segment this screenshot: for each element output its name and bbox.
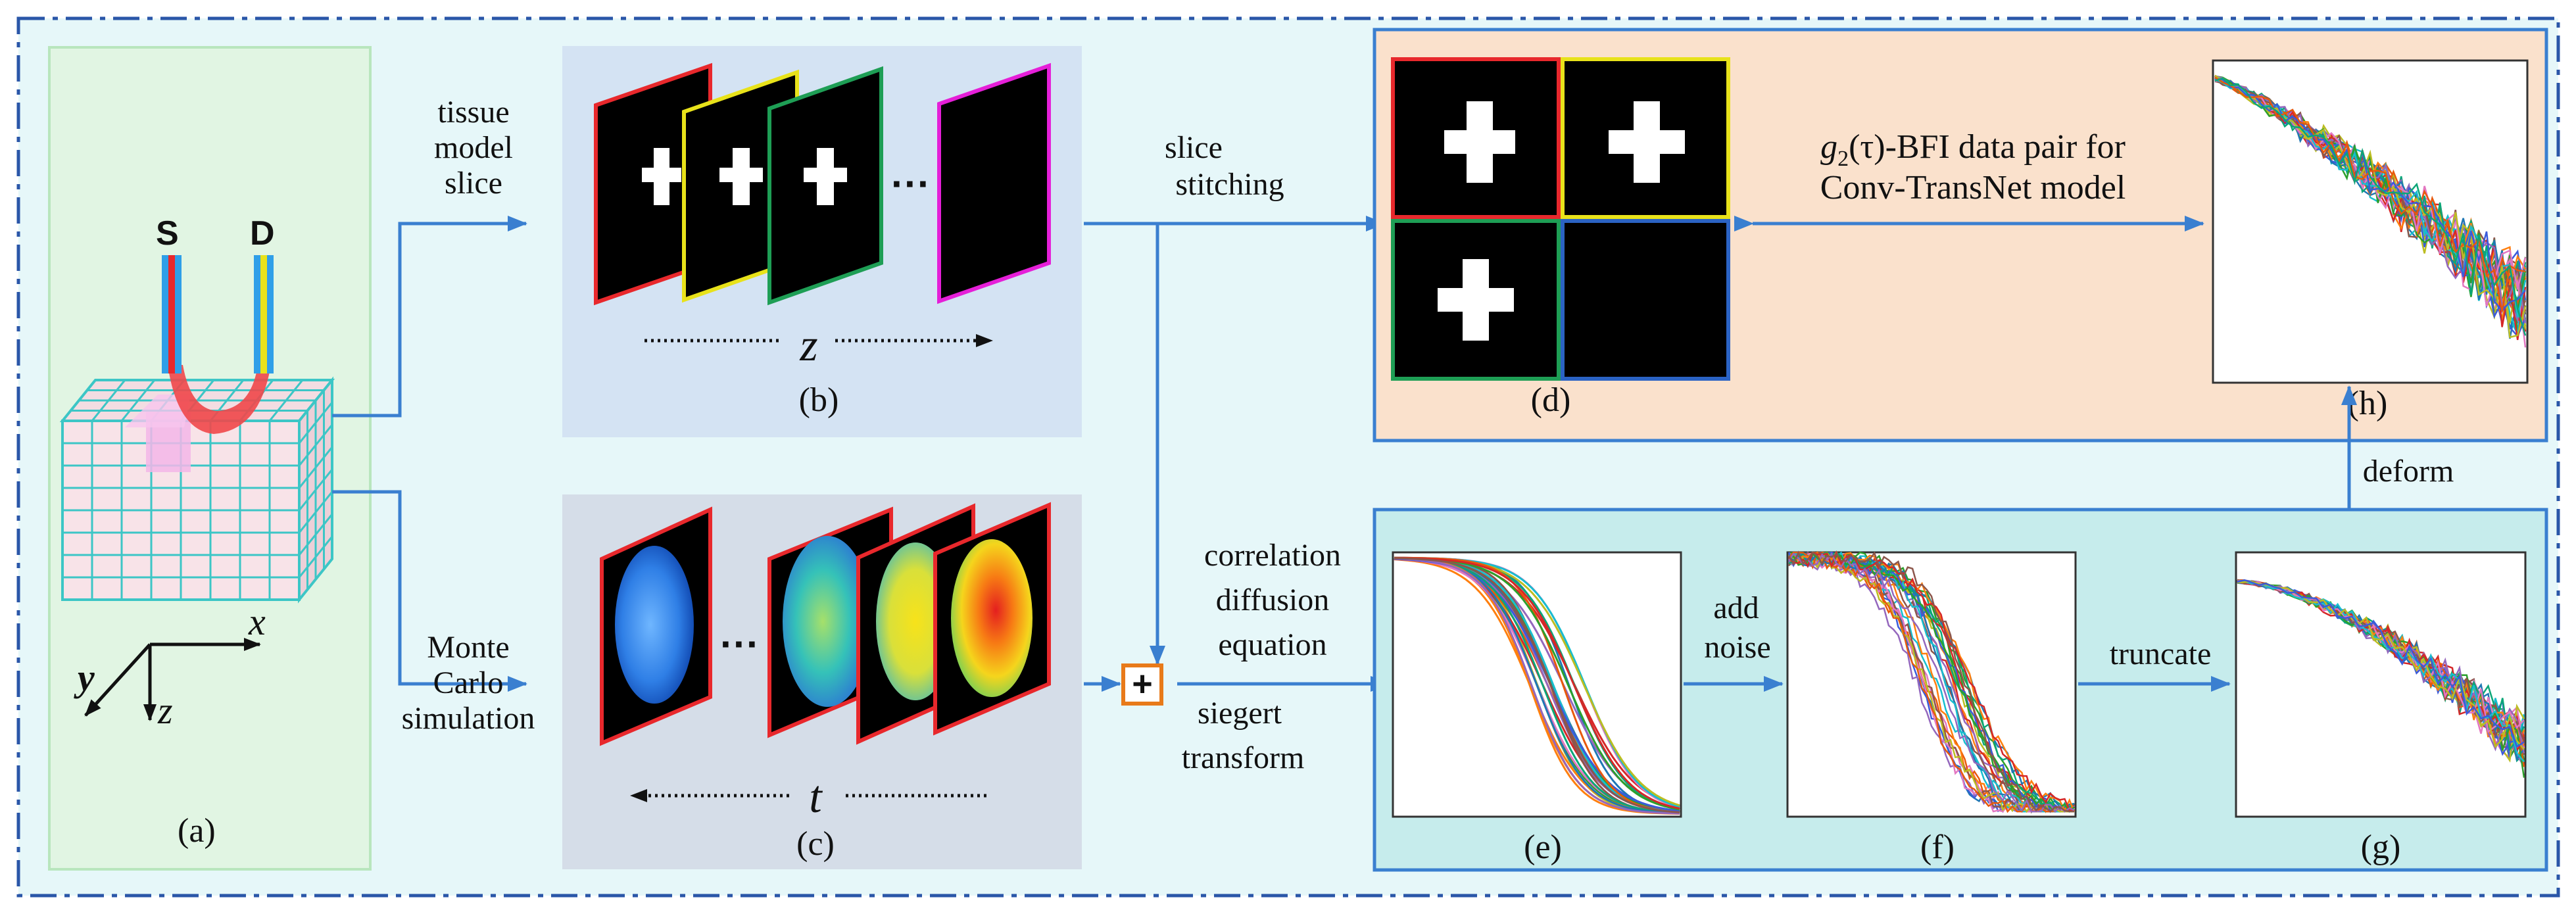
panel-c-monte-carlo: ··· t (c) (562, 494, 1082, 869)
plot-f-curves (1787, 550, 2076, 814)
truncate-label: truncate (2110, 637, 2212, 671)
panel-e-label: (e) (1524, 829, 1562, 866)
panel-h-label: (h) (2348, 385, 2388, 422)
source-label: S (156, 214, 179, 253)
slice-stitching-line1: slice (1165, 130, 1223, 165)
panel-f-label: (f) (1920, 829, 1955, 866)
curve (1788, 550, 2075, 813)
panel-a-label: (a) (178, 812, 216, 850)
tissue-slice-line3: slice (445, 166, 502, 201)
x-axis-label: x (248, 600, 266, 643)
plot-g-curves (2237, 579, 2525, 778)
panel-e-plot: (e) (1392, 551, 1682, 866)
source-probe (162, 255, 182, 373)
curve (2237, 580, 2525, 734)
plus-operator: + (1132, 664, 1153, 704)
tissue-slice-line2: model (434, 130, 513, 165)
plot-e-curves (1394, 556, 1680, 815)
arrow-to-slices (332, 216, 527, 418)
cde-line2: diffusion (1216, 583, 1329, 617)
panel-b-slices: ··· z (b) (562, 46, 1082, 437)
deform-label: deform (2363, 454, 2454, 489)
add-noise-line2: noise (1704, 630, 1770, 665)
curve (2237, 579, 2525, 748)
detector-probe (254, 255, 274, 373)
z-direction-label: z (799, 320, 817, 371)
curve (1394, 557, 1680, 813)
cde-line3: equation (1218, 627, 1326, 662)
monte-carlo-line3: simulation (402, 701, 535, 736)
stitch-tile-4 (1561, 219, 1730, 381)
panel-d-stitched: (d) (1391, 57, 1730, 419)
slice-ellipsis: ··· (891, 162, 931, 206)
panel-h-plot: (h) (2212, 59, 2529, 422)
curve (1787, 550, 2074, 813)
photon-banana (168, 365, 271, 434)
curve (1787, 552, 2075, 813)
curve (1394, 557, 1680, 810)
y-axis-label: y (74, 656, 95, 699)
curve (1788, 550, 2075, 811)
slice-stitching-line2: stitching (1175, 167, 1284, 202)
detector-label: D (250, 214, 275, 253)
curve (2214, 77, 2527, 336)
panel-g-label: (g) (2361, 829, 2401, 866)
curve (1394, 557, 1680, 815)
mc-ellipsis: ··· (720, 622, 760, 666)
panel-b-label: (b) (799, 381, 839, 419)
arrow-to-montecarlo (332, 490, 527, 692)
panel-g-plot: (g) (2235, 551, 2527, 866)
tissue-slice-line1: tissue (437, 95, 509, 130)
panel-a-tissue-model: S D x y z (a) (48, 46, 372, 871)
data-pair-line2: Conv-TransNet model (1820, 169, 2126, 206)
curve (2214, 76, 2526, 312)
data-pair-line1: g2(τ)-BFI data pair for (1820, 128, 2126, 171)
slice-crosses (642, 148, 847, 205)
slice-last (937, 62, 1051, 304)
panel-d-label: (d) (1531, 381, 1571, 419)
plot-h-curves (2214, 74, 2527, 348)
cde-line1: correlation (1204, 538, 1341, 573)
panel-c-label: (c) (796, 825, 835, 863)
tissue-cube (59, 365, 335, 604)
plus-operator-box (1121, 663, 1163, 706)
siegert-line1: siegert (1198, 696, 1282, 731)
coordinate-axes (84, 638, 261, 721)
curve (2214, 78, 2526, 312)
panel-f-plot: (f) (1786, 550, 2077, 866)
siegert-line2: transform (1182, 740, 1305, 775)
curve (2214, 78, 2527, 318)
z-axis-label: z (157, 689, 173, 732)
add-noise-line1: add (1713, 590, 1759, 625)
monte-carlo-line2: Carlo (433, 665, 504, 700)
monte-carlo-line1: Monte (427, 630, 509, 665)
t-direction-label: t (809, 772, 823, 823)
